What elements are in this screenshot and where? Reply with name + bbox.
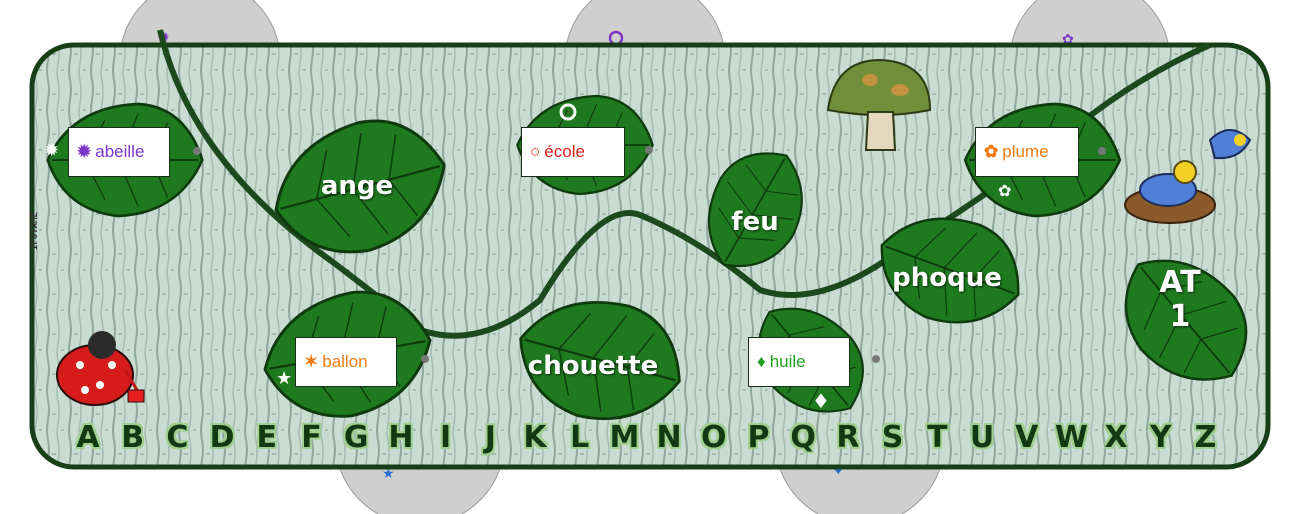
letter-j[interactable]: J: [484, 420, 496, 455]
svg-text:★: ★: [276, 368, 292, 389]
star-burst-icon: ✹: [77, 142, 92, 161]
label-abeille[interactable]: ✹ abeille: [68, 127, 170, 177]
label-ecole-text: école: [544, 142, 585, 161]
svg-text:★: ★: [382, 466, 395, 482]
letter-c[interactable]: C: [166, 420, 189, 455]
letter-v[interactable]: V: [1015, 420, 1039, 455]
letter-s[interactable]: S: [881, 420, 904, 455]
mushroom-icon: [826, 58, 932, 151]
letter-p[interactable]: P: [747, 420, 770, 455]
letter-n[interactable]: N: [656, 420, 682, 455]
letter-l[interactable]: L: [570, 420, 590, 455]
svg-text:✿: ✿: [1062, 32, 1074, 48]
word-chouette: chouette: [527, 351, 659, 381]
word-feu: feu: [731, 207, 779, 237]
letter-t[interactable]: T: [927, 420, 948, 455]
asterisk-icon: ✶: [304, 352, 319, 371]
leaf-dots: [193, 146, 1106, 363]
flower-icon: ✿: [984, 142, 999, 161]
word-phoque: phoque: [892, 263, 1002, 293]
letter-f[interactable]: F: [301, 420, 322, 455]
svg-text:✹: ✹: [44, 140, 59, 161]
letter-u[interactable]: U: [969, 420, 995, 455]
letter-w[interactable]: W: [1054, 420, 1088, 455]
letter-g[interactable]: G: [343, 420, 369, 455]
ladybug-icon: [56, 331, 145, 406]
label-huile[interactable]: ♦ huile: [748, 337, 850, 387]
leaf-symbols: ✹ ✿ ★ ♦: [44, 103, 1011, 413]
circle-icon: ○: [530, 142, 541, 161]
label-huile-text: huile: [769, 352, 806, 371]
word-ange: ange: [320, 171, 394, 201]
at-leaf-line1: AT: [1159, 265, 1201, 300]
letter-r[interactable]: R: [836, 420, 860, 455]
at-leaf-text: AT 1: [1159, 266, 1200, 334]
letter-h[interactable]: H: [388, 420, 414, 455]
letter-y[interactable]: Y: [1149, 420, 1172, 455]
svg-text:♦: ♦: [812, 389, 830, 413]
letter-q[interactable]: Q: [790, 420, 816, 455]
letter-e[interactable]: E: [256, 420, 278, 455]
credit-text: IPOTAME: [30, 212, 40, 250]
letter-o[interactable]: O: [701, 420, 727, 455]
letter-z[interactable]: Z: [1194, 420, 1217, 455]
label-ecole[interactable]: ○ école: [521, 127, 625, 177]
label-plume-text: plume: [1002, 142, 1049, 161]
svg-text:✿: ✿: [998, 181, 1011, 200]
at-leaf-line2: 1: [1169, 299, 1191, 334]
label-plume[interactable]: ✿ plume: [975, 127, 1079, 177]
bird-nest-icon: [1124, 129, 1252, 224]
label-ballon[interactable]: ✶ ballon: [295, 337, 397, 387]
letter-i[interactable]: I: [440, 420, 452, 455]
diamond-icon: ♦: [757, 352, 766, 371]
letter-k[interactable]: K: [523, 420, 547, 455]
letter-a[interactable]: A: [76, 420, 100, 455]
label-ballon-text: ballon: [322, 352, 368, 371]
letter-d[interactable]: D: [209, 420, 235, 455]
label-abeille-text: abeille: [95, 142, 145, 161]
letter-m[interactable]: M: [609, 420, 640, 455]
letter-x[interactable]: X: [1104, 420, 1128, 455]
letter-b[interactable]: B: [121, 420, 145, 455]
